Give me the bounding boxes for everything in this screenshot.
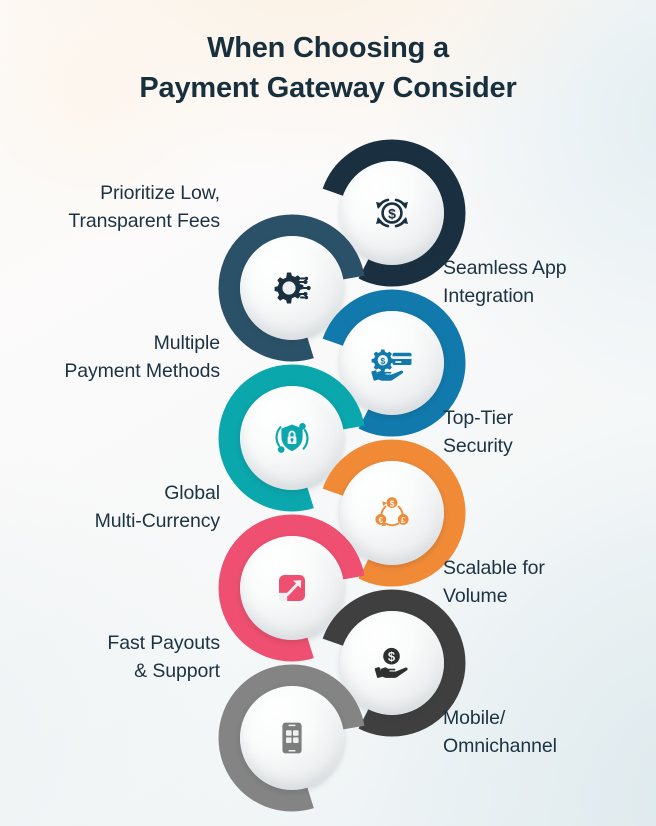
ring-5	[318, 439, 466, 587]
label-item-3: Multiple Payment Methods	[20, 330, 220, 385]
mobile-apps-icon	[282, 722, 302, 754]
label-item-2: Seamless App Integration	[443, 255, 643, 310]
label-item-7-line-2: & Support	[134, 659, 220, 682]
chain-node-5: $ € £	[318, 439, 466, 587]
title-line-2: Payment Gateway Consider	[139, 72, 517, 105]
chain-node-7: $	[318, 589, 466, 737]
label-item-4-line-1: Top-Tier	[443, 407, 513, 429]
label-item-2-line-2: Integration	[443, 284, 535, 307]
svg-text:€: €	[379, 516, 384, 525]
chain-node-1: $	[318, 139, 466, 287]
ring-1	[318, 139, 466, 287]
label-item-4-line-2: Security	[443, 434, 513, 457]
label-item-5-line-2: Multi-Currency	[94, 509, 220, 532]
svg-text:$: $	[380, 356, 385, 366]
hand-card-gear-icon: $	[371, 349, 412, 381]
label-item-8-line-1: Mobile/	[443, 707, 506, 729]
label-item-1-line-1: Prioritize Low,	[100, 182, 220, 204]
label-item-5-line-1: Global	[164, 482, 220, 504]
svg-text:$: $	[390, 499, 395, 508]
ring-4	[218, 364, 366, 512]
icon-disc-4	[240, 386, 344, 490]
label-item-5: Global Multi-Currency	[20, 480, 220, 535]
label-item-7: Fast Payouts & Support	[20, 630, 220, 685]
title-line-1: When Choosing a	[207, 32, 449, 64]
page-title: When Choosing a Payment Gateway Consider	[0, 28, 656, 108]
ring-2	[218, 214, 366, 362]
icon-disc-7: $	[340, 611, 444, 715]
label-item-2-line-1: Seamless App	[443, 257, 567, 279]
label-item-4: Top-Tier Security	[443, 405, 643, 460]
label-item-3-line-1: Multiple	[153, 332, 221, 354]
ring-3	[318, 289, 466, 437]
icon-disc-5: $ € £	[340, 461, 444, 565]
label-item-8-line-2: Omnichannel	[443, 734, 557, 757]
multi-currency-icon: $ € £	[375, 497, 409, 527]
scale-up-arrow-icon	[279, 575, 305, 601]
label-item-3-line-2: Payment Methods	[64, 359, 220, 382]
gear-circuit-icon	[274, 272, 311, 304]
chain-node-6	[218, 514, 366, 662]
label-item-8: Mobile/ Omnichannel	[443, 705, 643, 760]
label-item-6: Scalable for Volume	[443, 555, 643, 610]
label-item-6-line-2: Volume	[443, 584, 508, 607]
icon-disc-3: $	[340, 311, 444, 415]
hand-coin-icon: $	[374, 647, 408, 678]
svg-text:$: $	[388, 205, 396, 221]
ring-8	[218, 664, 366, 812]
ring-6	[218, 514, 366, 662]
shield-lock-icon	[275, 423, 309, 453]
label-item-6-line-1: Scalable for	[443, 557, 545, 579]
label-item-7-line-1: Fast Payouts	[107, 632, 220, 654]
label-item-1-line-2: Transparent Fees	[68, 209, 220, 232]
icon-disc-8	[240, 686, 344, 790]
label-item-1: Prioritize Low, Transparent Fees	[20, 180, 220, 235]
svg-text:£: £	[401, 516, 406, 525]
icon-disc-6	[240, 536, 344, 640]
chain-node-4	[218, 364, 366, 512]
chain-node-3: $	[318, 289, 466, 437]
background-warm-tint	[0, 0, 240, 240]
icon-disc-2	[240, 236, 344, 340]
money-cycle-icon: $	[376, 198, 408, 228]
svg-text:$: $	[388, 649, 396, 664]
chain-node-8	[218, 664, 366, 812]
ring-7	[318, 589, 466, 737]
icon-disc-1: $	[340, 161, 444, 265]
chain-node-2	[218, 214, 366, 362]
